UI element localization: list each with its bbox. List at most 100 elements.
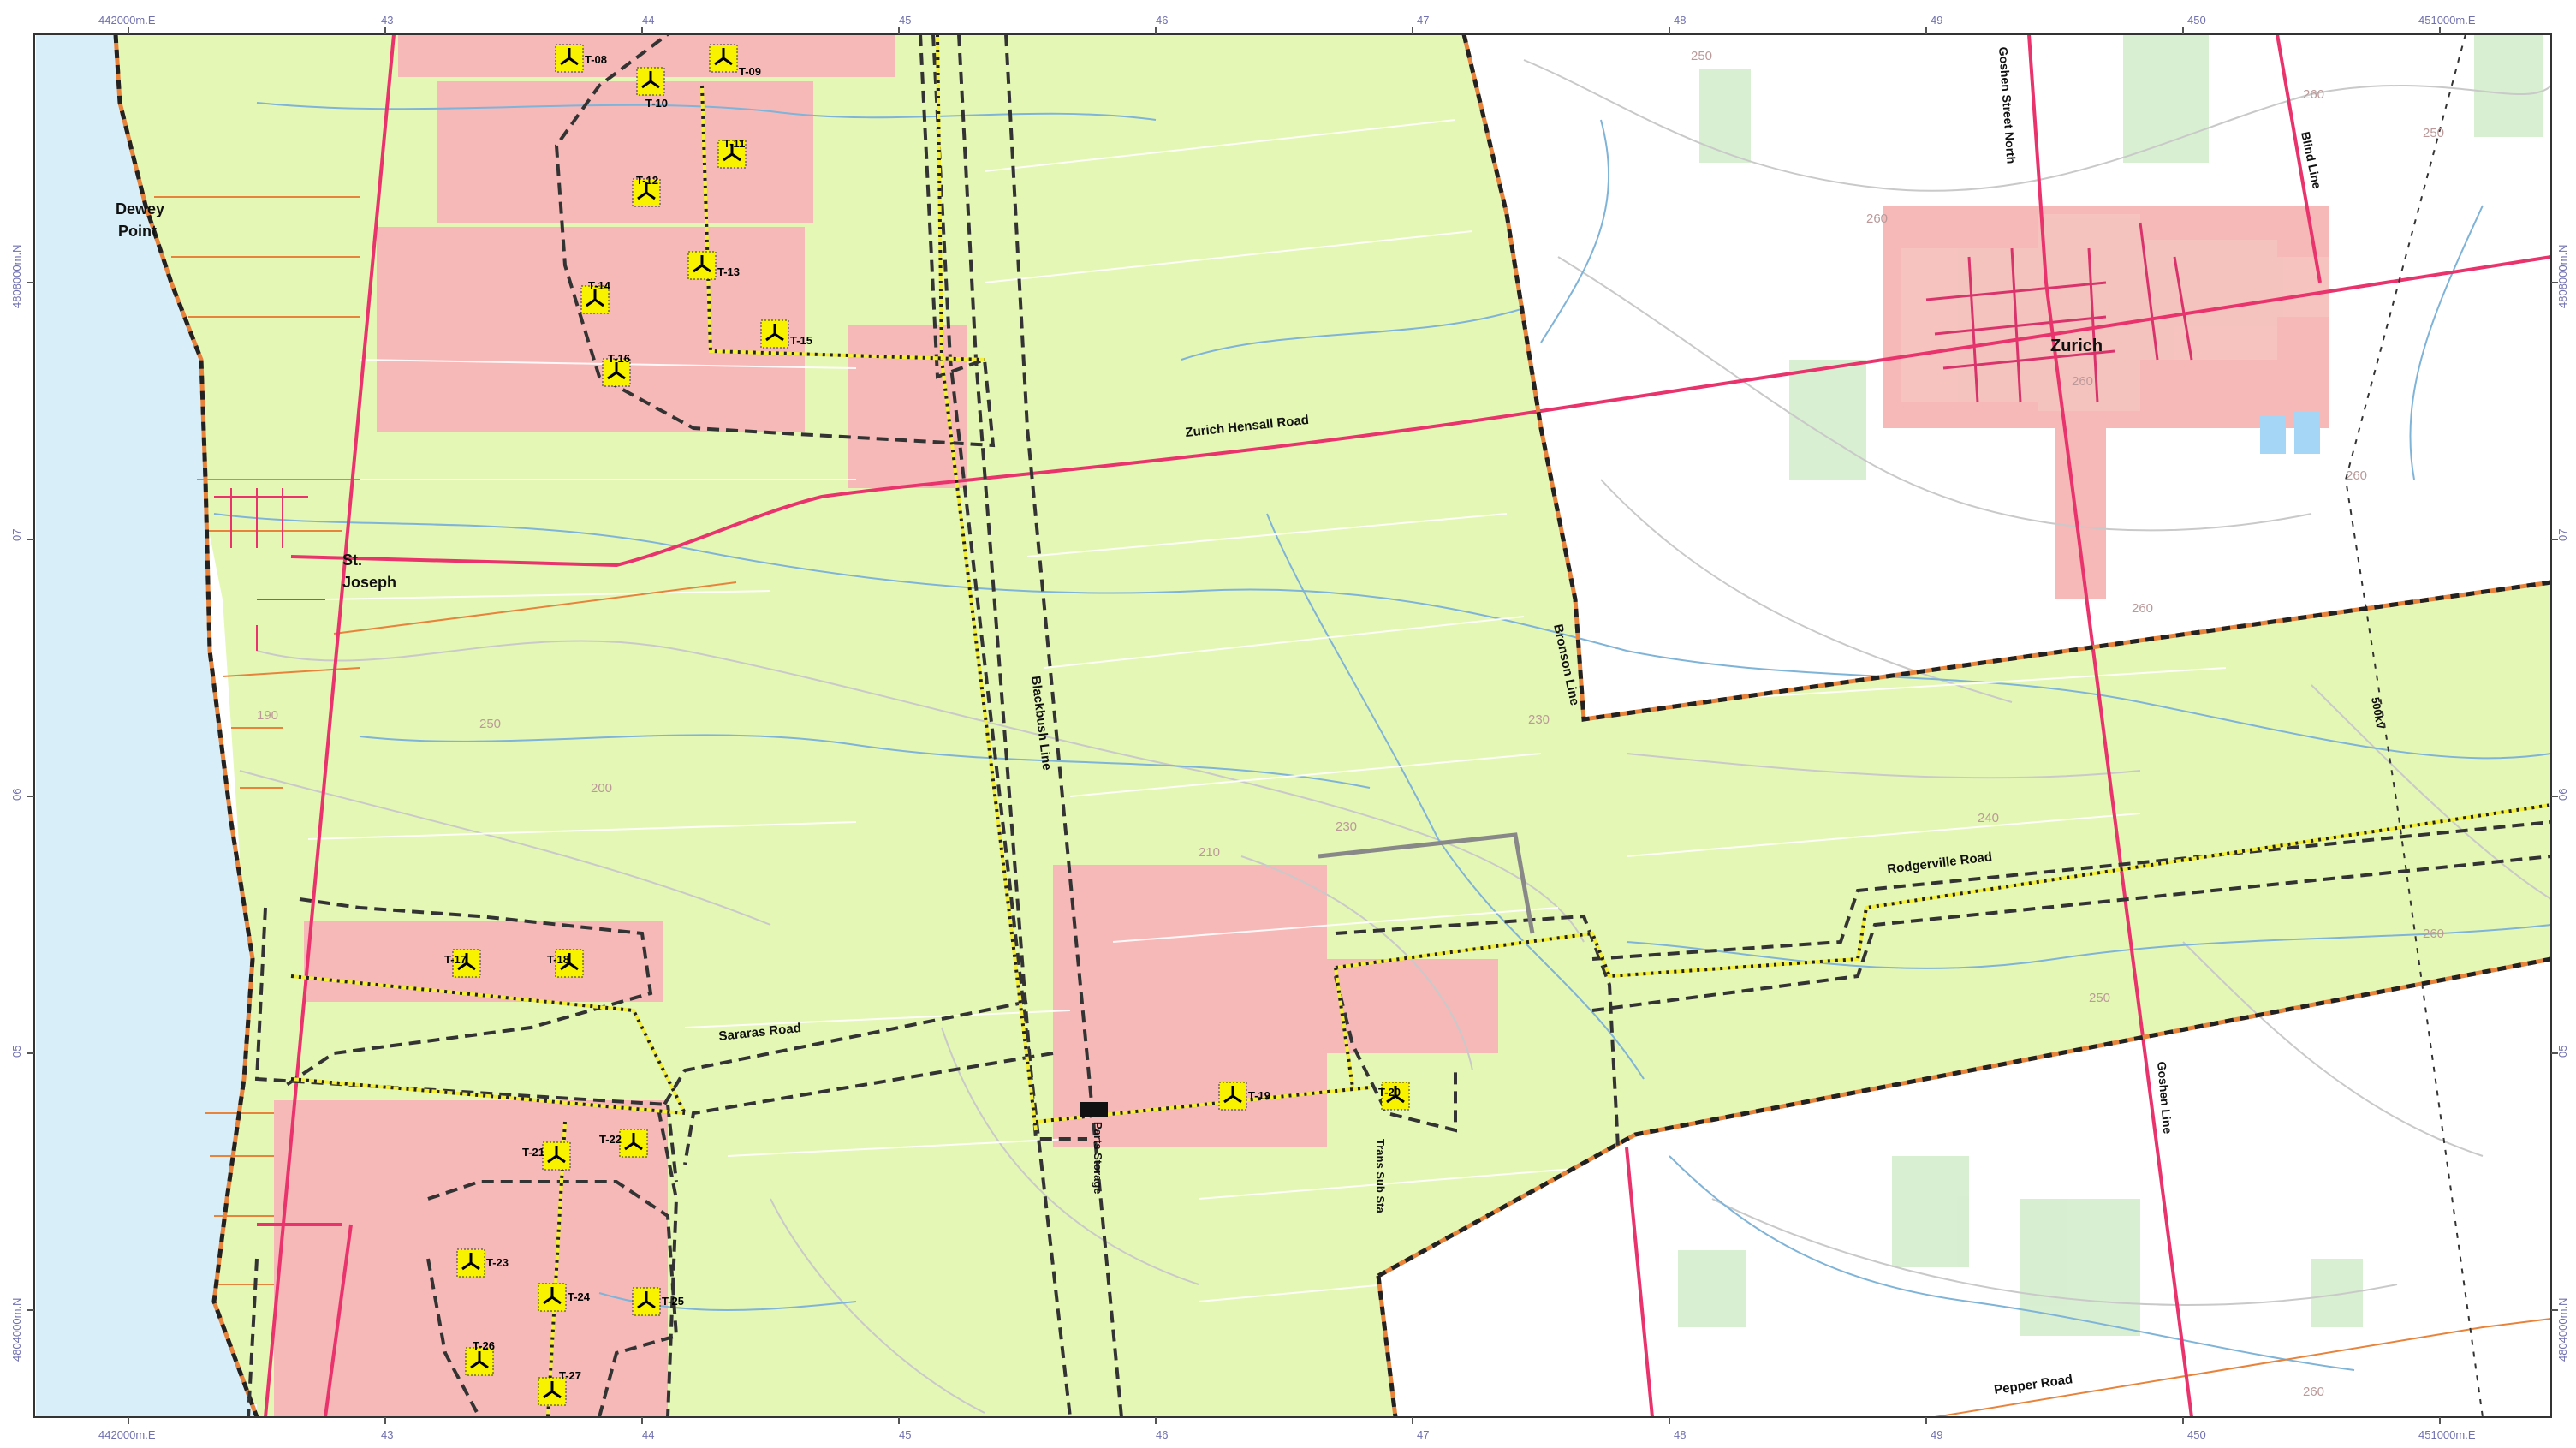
wind-turbine-icon xyxy=(714,48,733,66)
grid-labels-top: 442000m.E 43 44 45 46 47 48 49 450 45100… xyxy=(98,14,2476,27)
grid-label-right: 07 xyxy=(2556,529,2569,541)
contour-label: 250 xyxy=(479,717,501,731)
parts-storage-marker xyxy=(1080,1102,1108,1117)
grid-label-bottom: 442000m.E xyxy=(98,1428,156,1441)
grid-label-top: 48 xyxy=(1674,14,1686,27)
grid-label-right: 4808000m.N xyxy=(2556,245,2569,308)
turbine-marker[interactable]: T-16 xyxy=(602,352,631,387)
wind-turbine-icon xyxy=(470,1351,489,1369)
town-stjoseph-2: Joseph xyxy=(342,574,396,591)
grid-label-bottom: 49 xyxy=(1931,1428,1942,1441)
transmission-line xyxy=(2344,33,2484,1418)
wind-turbine-icon xyxy=(547,1146,566,1164)
turbine-marker[interactable]: T-27 xyxy=(538,1369,581,1406)
label-trans-sub: Trans Sub Sta xyxy=(1374,1139,1387,1213)
wind-turbine-icon xyxy=(765,324,784,342)
contour-label: 230 xyxy=(1336,819,1357,834)
turbine-label: T-20 xyxy=(1378,1086,1401,1099)
grid-label-top: 451000m.E xyxy=(2418,14,2476,27)
turbine-label: T-10 xyxy=(645,97,668,110)
grid-label-bottom: 43 xyxy=(381,1428,393,1441)
turbine-marker[interactable]: T-18 xyxy=(547,949,584,978)
town-stjoseph-1: St. xyxy=(342,551,362,569)
turbine-marker[interactable]: T-24 xyxy=(538,1283,591,1312)
wind-turbine-icon xyxy=(457,953,476,971)
wind-turbine-icon xyxy=(586,289,604,307)
label-goshen-line: Goshen Line xyxy=(2155,1061,2174,1135)
turbine-label: T-15 xyxy=(790,334,812,347)
wind-turbine-icon xyxy=(624,1133,643,1151)
contour-label: 230 xyxy=(1528,712,1550,727)
turbine-label: T-08 xyxy=(585,53,607,66)
road-blind xyxy=(2276,33,2322,283)
turbine-label: T-18 xyxy=(547,953,569,966)
turbine-marker[interactable]: T-15 xyxy=(760,319,812,349)
grid-label-top: 46 xyxy=(1156,14,1168,27)
streams xyxy=(213,102,2552,1371)
turbine-label: T-11 xyxy=(723,137,745,150)
turbine-label: T-25 xyxy=(662,1295,684,1308)
wind-turbine-icon xyxy=(560,953,579,971)
town-dewey-2: Point xyxy=(118,223,157,240)
turbine-marker[interactable]: T-21 xyxy=(522,1141,571,1171)
turbine-marker[interactable]: T-13 xyxy=(687,251,740,280)
turbine-marker[interactable]: T-10 xyxy=(636,67,668,110)
road-vert-1930 xyxy=(1625,1147,1654,1418)
ponds xyxy=(2260,411,2320,454)
turbine-marker[interactable]: T-20 xyxy=(1378,1082,1410,1111)
contour-label: 260 xyxy=(2303,87,2324,102)
wind-turbine-icon xyxy=(543,1381,562,1399)
turbine-marker[interactable]: T-26 xyxy=(465,1339,495,1376)
turbine-marker[interactable]: T-11 xyxy=(717,137,747,169)
grid-label-bottom: 47 xyxy=(1417,1428,1429,1441)
grid-label-right: 05 xyxy=(2556,1046,2569,1058)
turbine-marker[interactable]: T-23 xyxy=(456,1248,509,1278)
grid-label-top: 49 xyxy=(1931,14,1942,27)
turbine-marker[interactable]: T-09 xyxy=(709,44,761,78)
contour-label: 250 xyxy=(1691,49,1712,63)
turbine-layer: T-08T-09T-10T-11T-12T-13T-14T-15T-16T-17… xyxy=(444,44,1410,1406)
turbine-marker[interactable]: T-19 xyxy=(1218,1082,1270,1111)
grid-label-top: 47 xyxy=(1417,14,1429,27)
wind-turbine-icon xyxy=(1223,1086,1242,1104)
turbine-marker[interactable]: T-08 xyxy=(555,44,607,73)
turbine-label: T-17 xyxy=(444,953,467,966)
grid-label-bottom: 451000m.E xyxy=(2418,1428,2476,1441)
turbine-label: T-23 xyxy=(486,1256,509,1269)
grid-label-left: 05 xyxy=(10,1046,23,1058)
grid-label-right: 4804000m.N xyxy=(2556,1298,2569,1362)
contour-label: 200 xyxy=(591,781,612,796)
contour-label: 240 xyxy=(1978,811,1999,825)
neatline xyxy=(33,33,2552,1418)
road-lower-shore xyxy=(324,1224,353,1418)
shore-streets xyxy=(214,488,325,651)
road-hwy-west xyxy=(264,33,396,1418)
grid-ticks xyxy=(27,27,2558,1424)
turbine-marker[interactable]: T-22 xyxy=(599,1129,648,1158)
contour-label: 260 xyxy=(2132,601,2153,616)
contour-label: 250 xyxy=(2089,991,2110,1005)
turbine-label: T-13 xyxy=(717,265,740,278)
town-dewey-1: Dewey xyxy=(116,200,164,217)
contour-lines xyxy=(239,59,2552,1414)
turbine-marker[interactable]: T-14 xyxy=(580,279,611,314)
turbine-label: T-09 xyxy=(739,65,761,78)
grid-label-top: 442000m.E xyxy=(98,14,156,27)
turbine-marker[interactable]: T-25 xyxy=(632,1287,684,1316)
wind-turbine-icon xyxy=(637,1291,656,1309)
turbine-marker[interactable]: T-12 xyxy=(632,174,661,207)
lot-lines xyxy=(307,119,2227,1302)
contour-label: 260 xyxy=(2423,927,2444,941)
wind-turbine-icon xyxy=(560,48,579,66)
wind-turbine-icon xyxy=(543,1287,562,1305)
grid-label-left: 4804000m.N xyxy=(10,1298,23,1362)
contour-label: 260 xyxy=(2346,468,2367,483)
turbine-label: T-16 xyxy=(608,352,630,365)
grid-label-bottom: 45 xyxy=(899,1428,911,1441)
wind-turbine-icon xyxy=(637,182,656,200)
contour-label: 210 xyxy=(1199,845,1220,860)
grid-label-bottom: 48 xyxy=(1674,1428,1686,1441)
turbine-marker[interactable]: T-17 xyxy=(444,949,481,978)
grid-label-top: 45 xyxy=(899,14,911,27)
